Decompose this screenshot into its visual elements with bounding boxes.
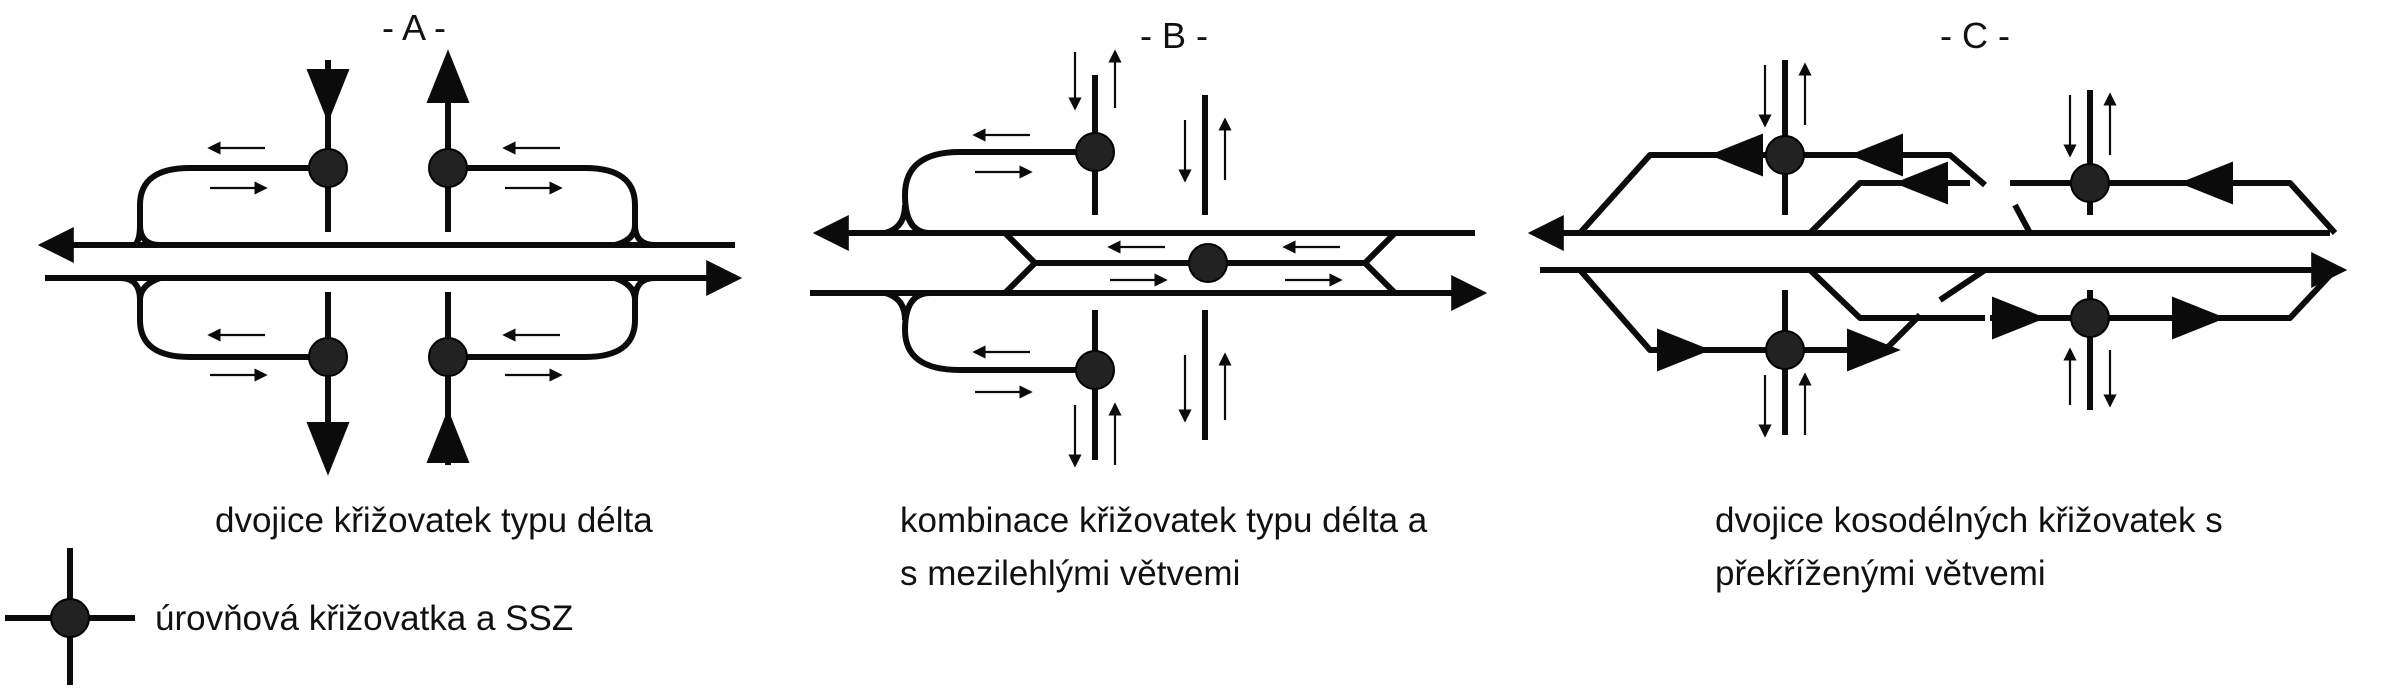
- panel-a-title: - A -: [382, 7, 446, 48]
- signal-junction-node: [1765, 330, 1805, 370]
- panel-c: - C -: [1527, 15, 2348, 593]
- signal-junction-node: [1765, 135, 1805, 175]
- ramp-bottom-left: [884, 290, 1095, 373]
- ramp-bottom-left: [119, 275, 328, 360]
- panel-b-caption-line2: s mezilehlými větvemi: [900, 554, 1240, 593]
- signal-junction-node: [2070, 298, 2110, 338]
- panel-b: - B - kom: [810, 15, 1488, 593]
- panel-c-caption-line2: překříženými větvemi: [1715, 554, 2046, 593]
- collector-bottom: [1002, 260, 1398, 296]
- signal-junction-node: [1075, 350, 1115, 390]
- panel-a-caption: dvojice křižovatek typu délta: [215, 501, 653, 540]
- legend-label: úrovňová křižovatka a SSZ: [155, 599, 573, 638]
- ramp-top-left: [132, 165, 328, 248]
- panel-b-caption-line1: kombinace křižovatek typu délta a: [900, 501, 1428, 540]
- panel-b-title: - B -: [1140, 15, 1208, 56]
- signal-junction-node: [1075, 132, 1115, 172]
- signal-junction-node: [1188, 243, 1228, 283]
- ramp-top-right: [448, 165, 656, 248]
- signal-junction-node: [428, 337, 468, 377]
- legend-junction-icon: [50, 598, 90, 638]
- signal-junction-node: [428, 148, 468, 188]
- ramp-top-left: [884, 149, 1095, 236]
- panel-c-title: - C -: [1940, 15, 2010, 56]
- ramp-bottom-right: [448, 275, 656, 360]
- panel-a: - A - dvojice křižovatek typu délta: [37, 7, 743, 540]
- signal-junction-node: [2070, 163, 2110, 203]
- panel-c-caption-line1: dvojice kosodélných křižovatek s: [1715, 501, 2223, 540]
- signal-junction-node: [308, 148, 348, 188]
- branch-upper-left-cont: [2012, 203, 2033, 235]
- signal-junction-node: [308, 337, 348, 377]
- legend: úrovňová křižovatka a SSZ: [5, 548, 573, 685]
